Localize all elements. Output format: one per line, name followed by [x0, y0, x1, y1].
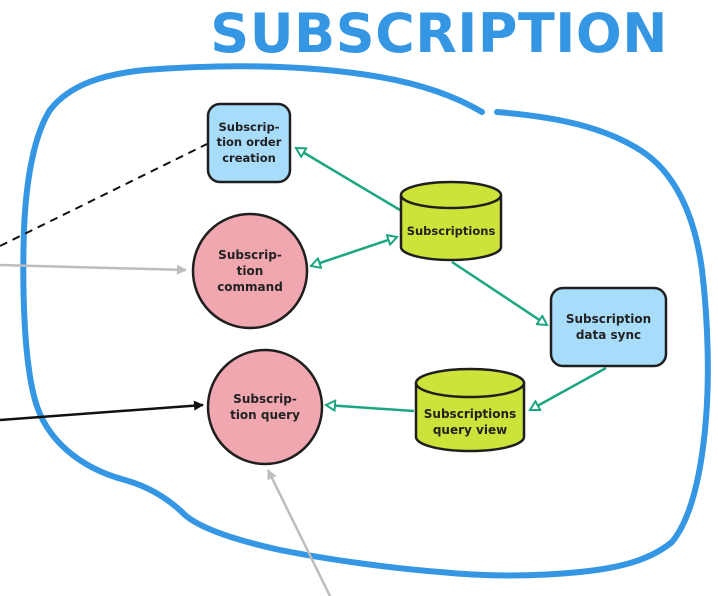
subscriptions-to-order-creation-arrow — [296, 146, 401, 212]
data-sync-box — [549, 286, 668, 368]
subscriptions-to-data-sync-arrow — [451, 260, 547, 325]
data-sync-label: Subscription data sync — [565, 311, 652, 342]
external-query-arrow — [0, 400, 204, 422]
bottom-query-arrow — [266, 469, 332, 596]
command-label: Subscrip- tion command — [217, 247, 283, 295]
query-view-database — [414, 367, 526, 453]
subscriptions-label: Subscriptions — [406, 224, 496, 239]
query-label: Subscrip- tion query — [230, 391, 300, 422]
bounded-context-boundary — [20, 63, 711, 579]
query-circle — [206, 348, 324, 466]
order-creation-box — [206, 102, 292, 184]
order-creation-label: Subscrip- tion order creation — [216, 119, 282, 165]
data-sync-to-query-view-arrow — [530, 366, 607, 412]
command-circle — [191, 212, 309, 330]
query-view-label: Subscriptions query view — [423, 406, 517, 437]
external-dashed-link — [0, 143, 208, 247]
external-command-arrow — [0, 263, 187, 275]
subscriptions-database — [399, 180, 503, 262]
query-view-to-query-arrow — [326, 405, 415, 413]
context-title: SUBSCRIPTION — [210, 2, 668, 65]
command-subscriptions-arrow — [311, 237, 397, 266]
